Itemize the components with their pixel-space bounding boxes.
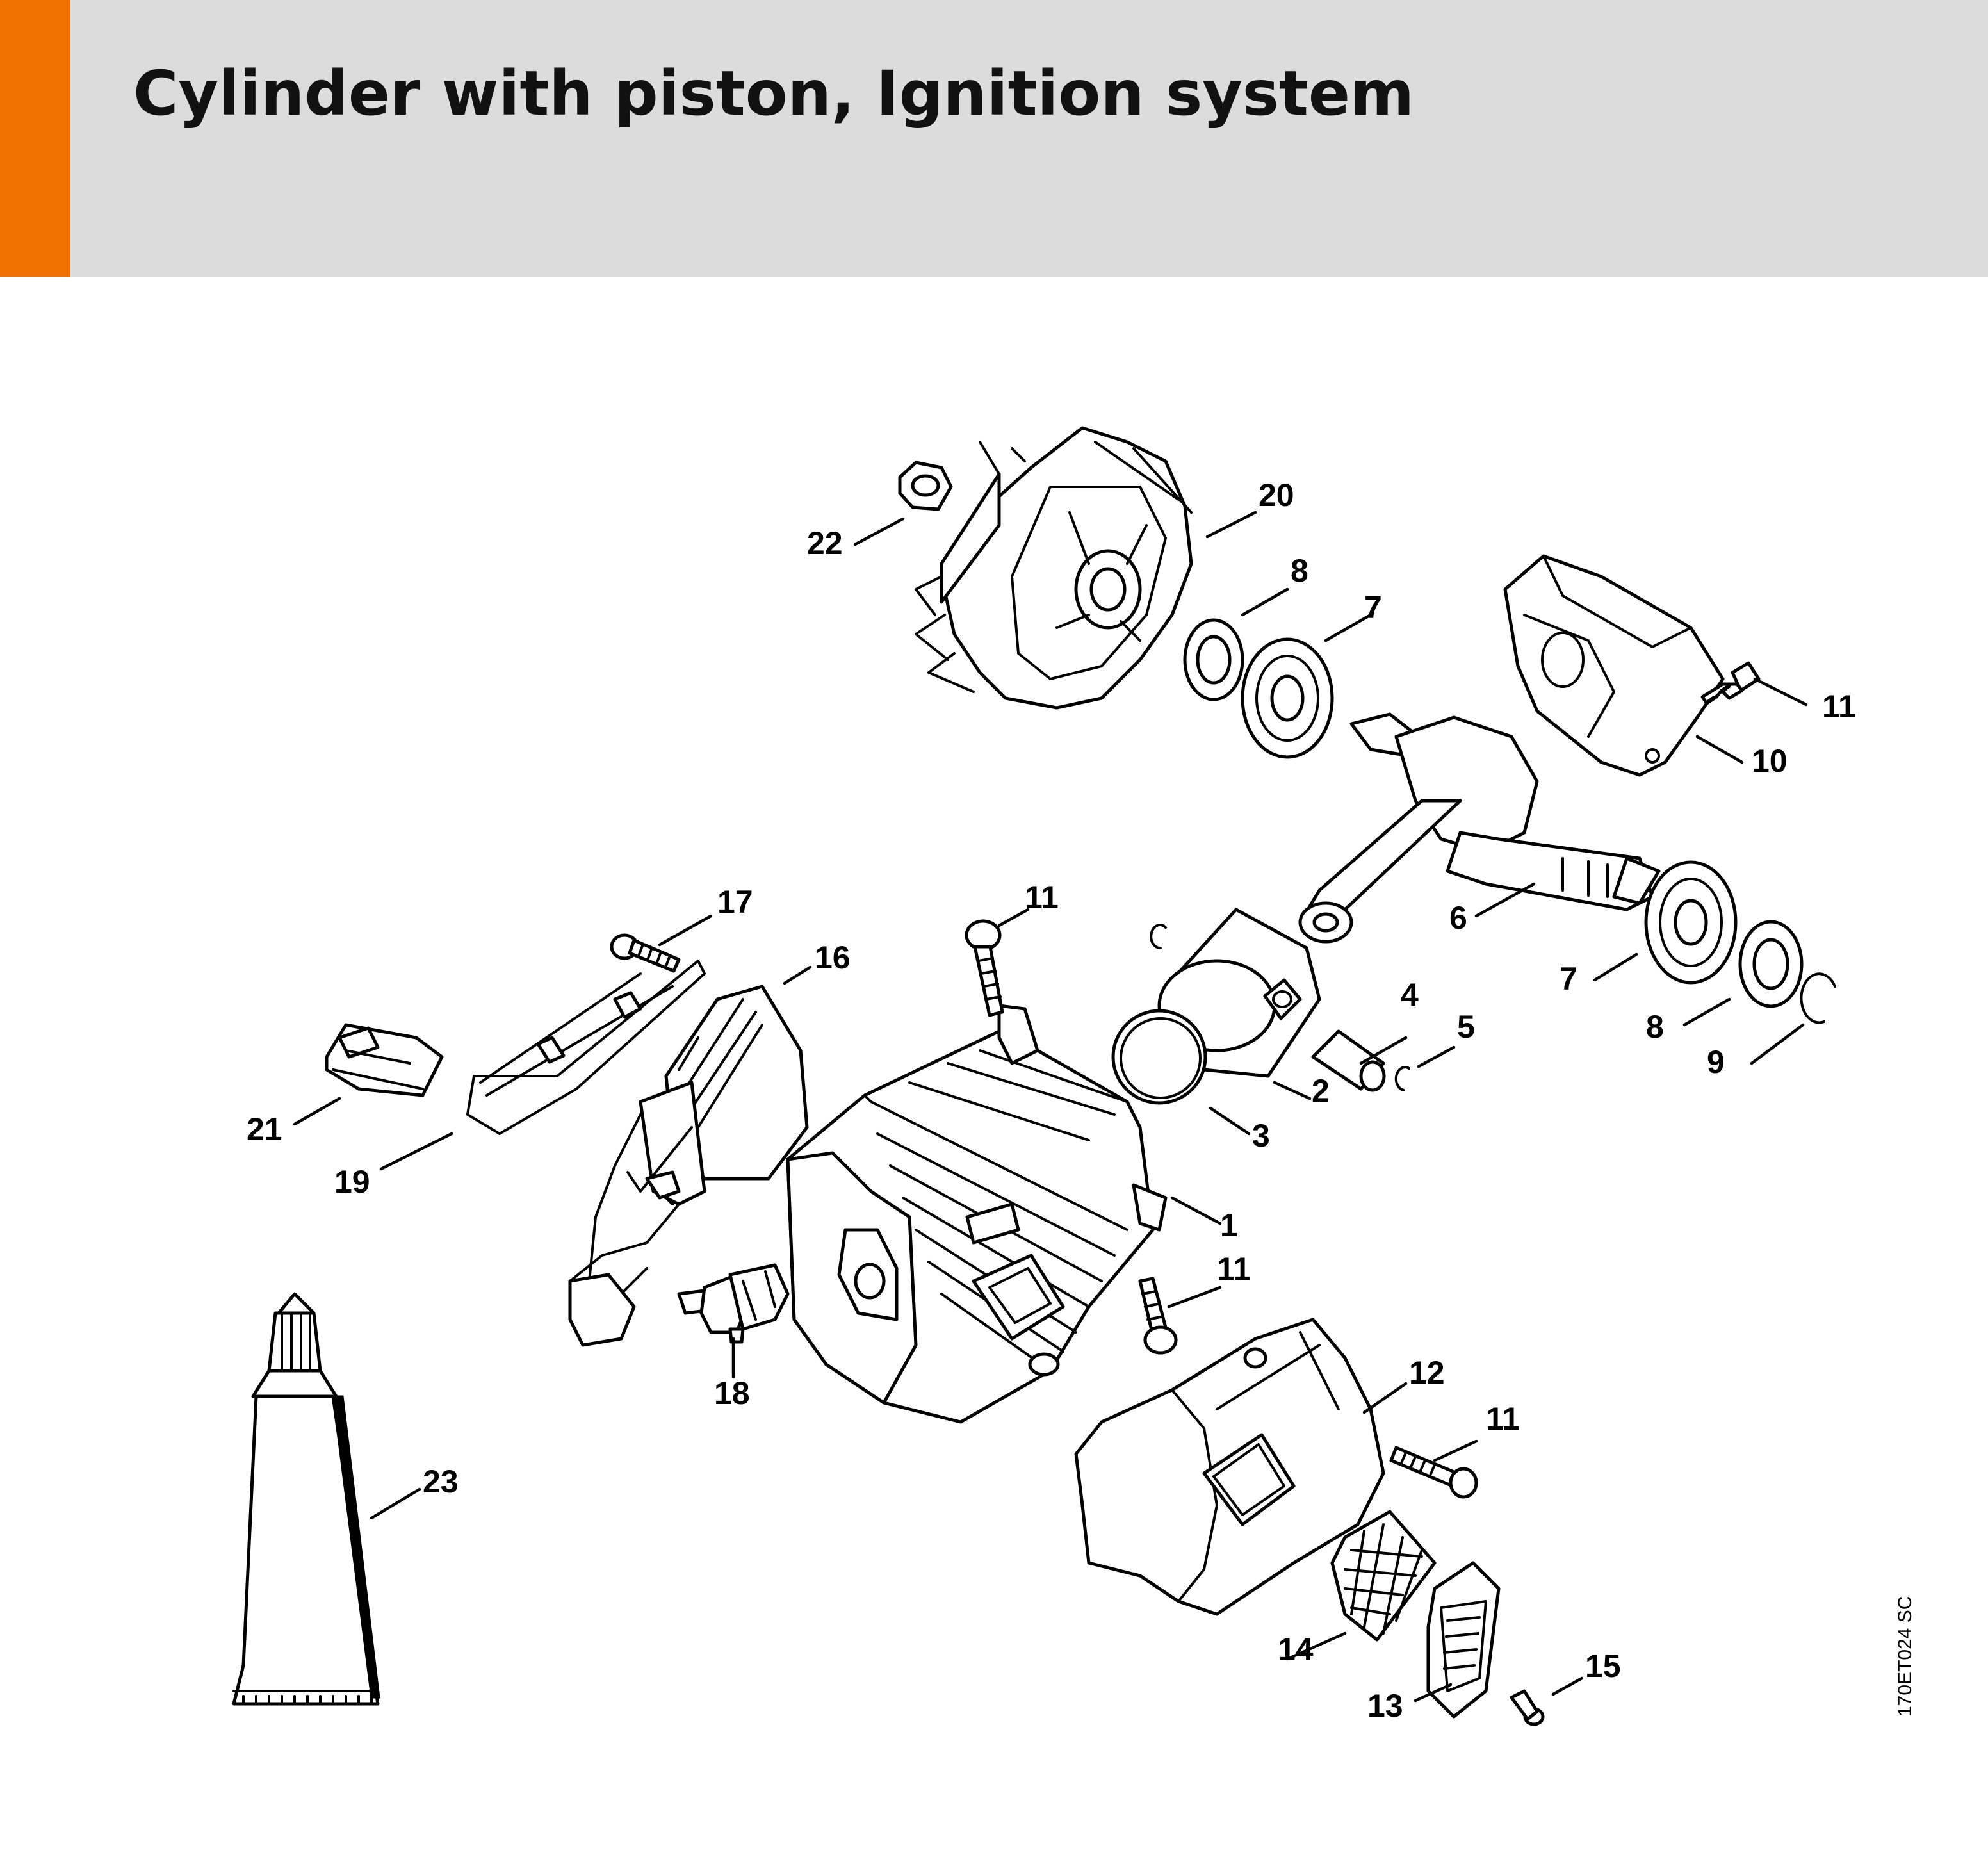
- part-piston-pin: [1311, 1029, 1386, 1092]
- callout-13: 13: [1367, 1688, 1403, 1724]
- callout-11: 11: [1486, 1401, 1520, 1437]
- part-screw-small: [1510, 1689, 1545, 1726]
- drawing-reference-code: 170ET024 SC: [1894, 1596, 1916, 1717]
- part-circlip-right: [1800, 972, 1836, 1024]
- callout-6: 6: [1449, 900, 1467, 936]
- callout-10: 10: [1752, 743, 1788, 779]
- part-crankcase-half: [1503, 554, 1725, 777]
- part-screw-cylinder-lower: [1138, 1277, 1178, 1355]
- part-circlip-piston-left: [1150, 924, 1167, 950]
- callout-14: 14: [1278, 1631, 1314, 1667]
- header-bar: Cylinder with piston, Ignition system: [0, 0, 1988, 277]
- part-screw-muffler: [1389, 1446, 1478, 1499]
- callout-labels: 22 20 8 7 11 10 6 7 8 9 4 5 2 3 1 11 11 …: [247, 477, 1856, 1724]
- part-terminal-block: [325, 1023, 444, 1097]
- callout-8: 8: [1291, 553, 1308, 589]
- accent-stripe: [0, 0, 70, 277]
- callout-4: 4: [1401, 977, 1419, 1013]
- part-nut: [898, 461, 953, 511]
- callout-8: 8: [1646, 1009, 1664, 1045]
- callout-3: 3: [1252, 1118, 1270, 1154]
- callout-16: 16: [815, 940, 851, 976]
- part-screw-cylinder-top: [965, 919, 1004, 1017]
- part-piston: [1157, 908, 1321, 1078]
- part-piston-ring: [1111, 1009, 1207, 1105]
- part-ignition-module: [568, 985, 809, 1347]
- callout-18: 18: [714, 1375, 750, 1411]
- callout-11: 11: [1822, 689, 1856, 724]
- leader-lines: [293, 511, 1808, 1703]
- part-ball-bearing-right: [1644, 860, 1738, 985]
- callout-7: 7: [1560, 961, 1577, 997]
- callout-22: 22: [807, 525, 843, 561]
- callout-23: 23: [423, 1464, 459, 1500]
- callout-7: 7: [1364, 589, 1382, 625]
- part-screw-left: [610, 933, 681, 973]
- part-spark-arrestor-screen: [1330, 1510, 1437, 1642]
- part-oil-seal-top: [1183, 618, 1244, 701]
- part-grease-tube: [232, 1292, 380, 1706]
- callout-20: 20: [1259, 477, 1294, 513]
- callout-11: 11: [1025, 879, 1059, 915]
- part-circlip-small: [1394, 1066, 1410, 1091]
- callout-19: 19: [334, 1164, 370, 1200]
- part-muffler: [1074, 1318, 1385, 1616]
- callout-9: 9: [1707, 1044, 1725, 1080]
- callout-15: 15: [1585, 1648, 1621, 1684]
- part-oil-seal-right: [1738, 920, 1804, 1008]
- part-cylinder: [786, 1004, 1168, 1424]
- callout-12: 12: [1409, 1355, 1445, 1391]
- callout-1: 1: [1220, 1207, 1238, 1243]
- callout-17: 17: [717, 884, 753, 920]
- part-crankshaft: [1298, 712, 1661, 944]
- part-spark-plug: [677, 1263, 790, 1344]
- part-short-circuit-wire: [466, 960, 706, 1135]
- callout-21: 21: [247, 1111, 282, 1147]
- part-screw-top-right: [1700, 661, 1761, 705]
- callout-11: 11: [1217, 1251, 1251, 1287]
- page-title: Cylinder with piston, Ignition system: [133, 58, 1414, 129]
- part-ball-bearing-top: [1241, 637, 1334, 759]
- callout-5: 5: [1457, 1009, 1475, 1045]
- part-cover-plate: [1426, 1561, 1501, 1719]
- part-crankcase-housing: [915, 426, 1193, 710]
- callout-2: 2: [1312, 1073, 1330, 1109]
